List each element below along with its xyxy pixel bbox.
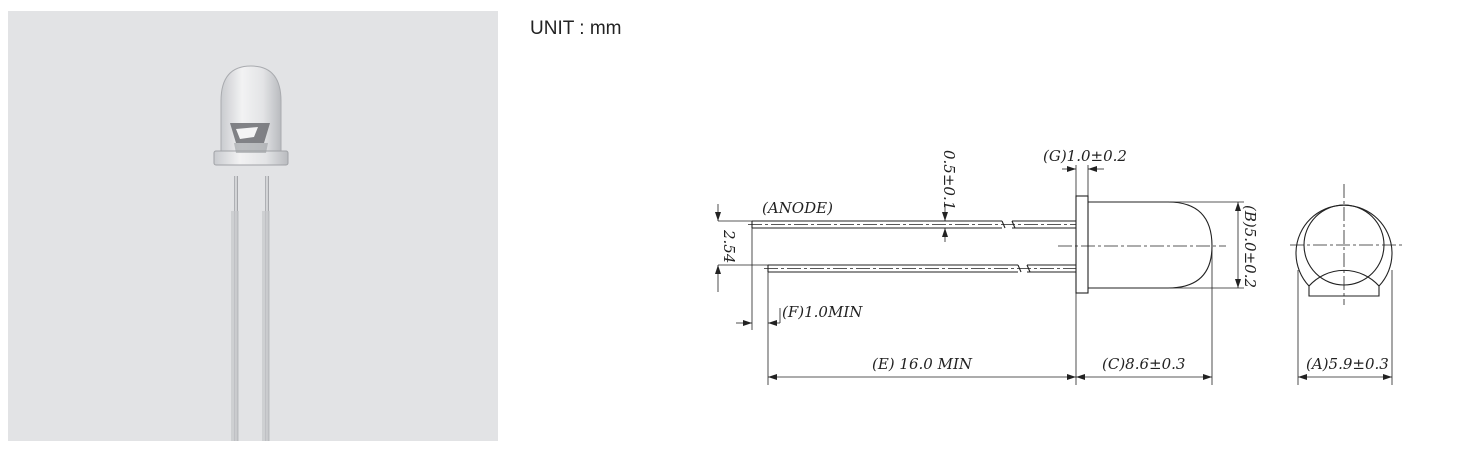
anode-label: (ANODE): [762, 199, 833, 217]
flange-thickness-label: (G)1.0±0.2: [1043, 147, 1127, 165]
dimension-drawing-svg: 2.54 (ANODE) 0.5±0.1 (G)1.0±0.2 (B)5.0±0…: [715, 147, 1404, 385]
led-dimension-drawing: 2.54 (ANODE) 0.5±0.1 (G)1.0±0.2 (B)5.0±0…: [700, 140, 1440, 390]
led-body: [1088, 201, 1213, 289]
cathode-lead: [764, 264, 1076, 273]
led-end-view: [1290, 184, 1404, 305]
lead-thickness-label: 0.5±0.1: [940, 150, 958, 210]
lead-bend-label: (F)1.0MIN: [782, 303, 863, 321]
body-length-label: (C)8.6±0.3: [1102, 355, 1185, 373]
flange-diameter-label: (A)5.9±0.3: [1306, 355, 1389, 373]
lead-length-label: (E) 16.0 MIN: [872, 355, 973, 373]
lead-pitch-label: 2.54: [720, 229, 738, 263]
unit-label: UNIT : mm: [530, 18, 622, 39]
led-photo-icon: [213, 65, 289, 441]
flange: [1075, 195, 1089, 294]
led-photo: [8, 11, 498, 441]
body-diameter-label: (B)5.0±0.2: [1241, 205, 1259, 288]
anode-lead: [748, 220, 1076, 229]
